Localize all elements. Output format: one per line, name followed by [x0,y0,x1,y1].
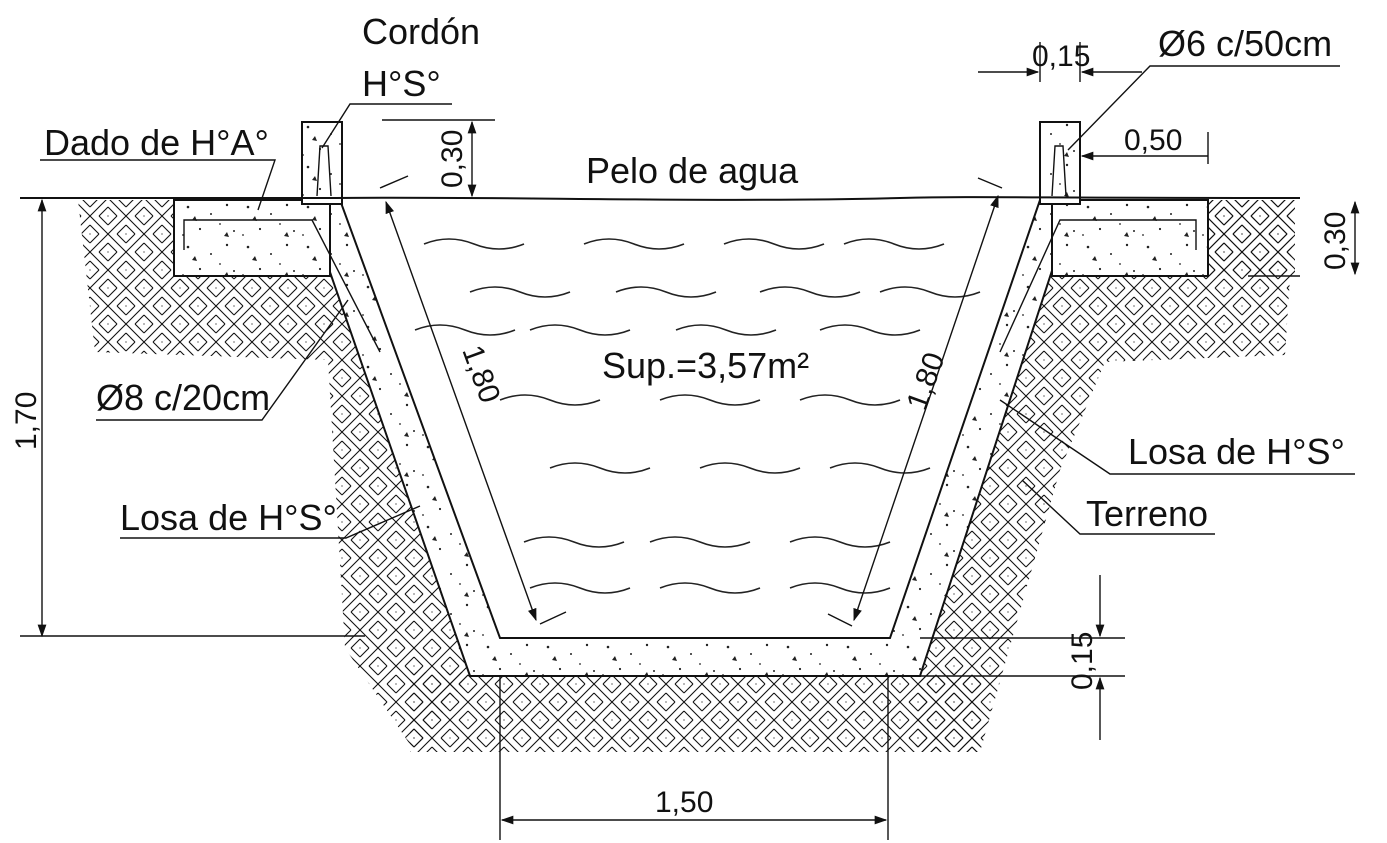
dim-slope-right-text: 1,80 [901,348,952,414]
area-label: Sup.=3,57m² [602,345,809,386]
slab-right-label: Losa de H°S° [1128,431,1345,472]
dado-left [173,199,331,277]
rebar-left [183,219,381,353]
dim-dado-height-text: 0,30 [1319,212,1352,270]
cordon-label-line1: Cordón [362,11,480,52]
dim-slab-thickness-text: 0,15 [1066,632,1099,690]
soil-bottom [410,672,980,752]
dim-slope-right [827,177,1003,627]
rebar-right [999,219,1197,353]
dado-right [1051,199,1209,277]
dim-curb-height [382,119,495,198]
dim-slope-left-text: 1,80 [455,341,506,407]
rebar-8-label: Ø8 c/20cm [96,377,270,418]
dim-dado-width-text: 0,50 [1124,124,1182,157]
dim-slab-thickness [920,575,1125,740]
dim-dado-height [1248,200,1360,277]
terrain-label: Terreno [1086,493,1208,534]
dim-total-height-text: 1,70 [10,392,43,450]
rebar-6-label: Ø6 c/50cm [1158,23,1332,64]
leader-lines [40,65,1355,539]
dim-dado-width [1080,132,1209,164]
dim-curb-width-text: 0,15 [1032,40,1090,73]
dim-bottom-width [499,676,889,840]
dim-bottom-width-text: 1,50 [655,786,713,819]
cordon-label-line2: H°S° [362,63,441,104]
dim-slope-left [379,175,567,625]
dado-label: Dado de H°A° [44,122,269,163]
water-waves [414,238,981,594]
water-level-label: Pelo de agua [586,150,799,191]
curb-left [301,121,343,205]
dim-curb-height-text: 0,30 [436,130,469,188]
dim-curb-width [978,42,1142,82]
curb-right [1039,121,1081,205]
slab-left-label: Losa de H°S° [120,497,337,538]
dim-total-height [20,198,365,638]
